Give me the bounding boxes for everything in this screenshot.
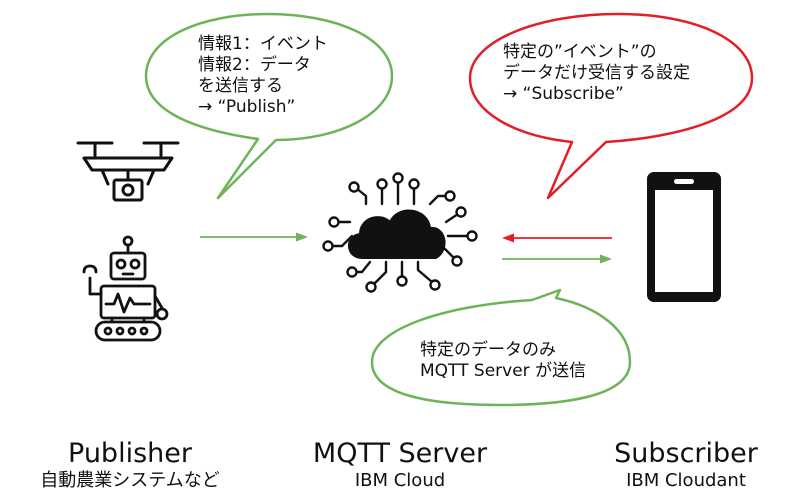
send-bubble-text: 特定のデータのみ MQTT Server が送信 bbox=[420, 340, 586, 382]
subscribe-line-1: 特定の”イベント”の bbox=[503, 42, 657, 62]
subscribe-bubble bbox=[468, 12, 754, 200]
subscriber-title: Subscriber bbox=[614, 438, 758, 469]
subscriber-subtitle: IBM Cloudant bbox=[626, 470, 746, 491]
server-label: MQTT Server IBM Cloud bbox=[290, 438, 510, 492]
publisher-title: Publisher bbox=[68, 438, 192, 469]
publish-line-2: 情報2：データ bbox=[198, 55, 311, 75]
publish-line-4: → “Publish” bbox=[198, 97, 296, 117]
deliver-arrow bbox=[502, 254, 612, 264]
drone-icon bbox=[76, 141, 180, 202]
subscribe-arrow bbox=[502, 233, 612, 243]
subscribe-line-3: → “Subscribe” bbox=[503, 84, 624, 104]
server-title: MQTT Server bbox=[312, 438, 488, 469]
publisher-label: Publisher 自動農業システムなど bbox=[14, 438, 246, 492]
publish-arrow bbox=[200, 232, 308, 242]
publish-line-3: を送信する bbox=[198, 76, 283, 96]
send-bubble bbox=[370, 288, 632, 407]
subscribe-line-2: データだけ受信する設定 bbox=[503, 63, 690, 83]
publish-bubble bbox=[144, 12, 394, 200]
cloud-network-icon bbox=[322, 172, 478, 293]
send-line-2: MQTT Server が送信 bbox=[420, 361, 587, 381]
server-subtitle: IBM Cloud bbox=[354, 470, 446, 491]
smartphone-icon bbox=[647, 172, 721, 302]
publish-line-1: 情報1：イベント bbox=[198, 34, 328, 54]
publisher-subtitle: 自動農業システムなど bbox=[40, 470, 220, 491]
send-line-1: 特定のデータのみ bbox=[420, 340, 556, 360]
publish-bubble-text: 情報1：イベント 情報2：データ を送信する → “Publish” bbox=[198, 34, 328, 118]
subscriber-label: Subscriber IBM Cloudant bbox=[586, 438, 786, 492]
robot-icon bbox=[82, 235, 169, 342]
subscribe-bubble-text: 特定の”イベント”の データだけ受信する設定 → “Subscribe” bbox=[503, 42, 690, 105]
